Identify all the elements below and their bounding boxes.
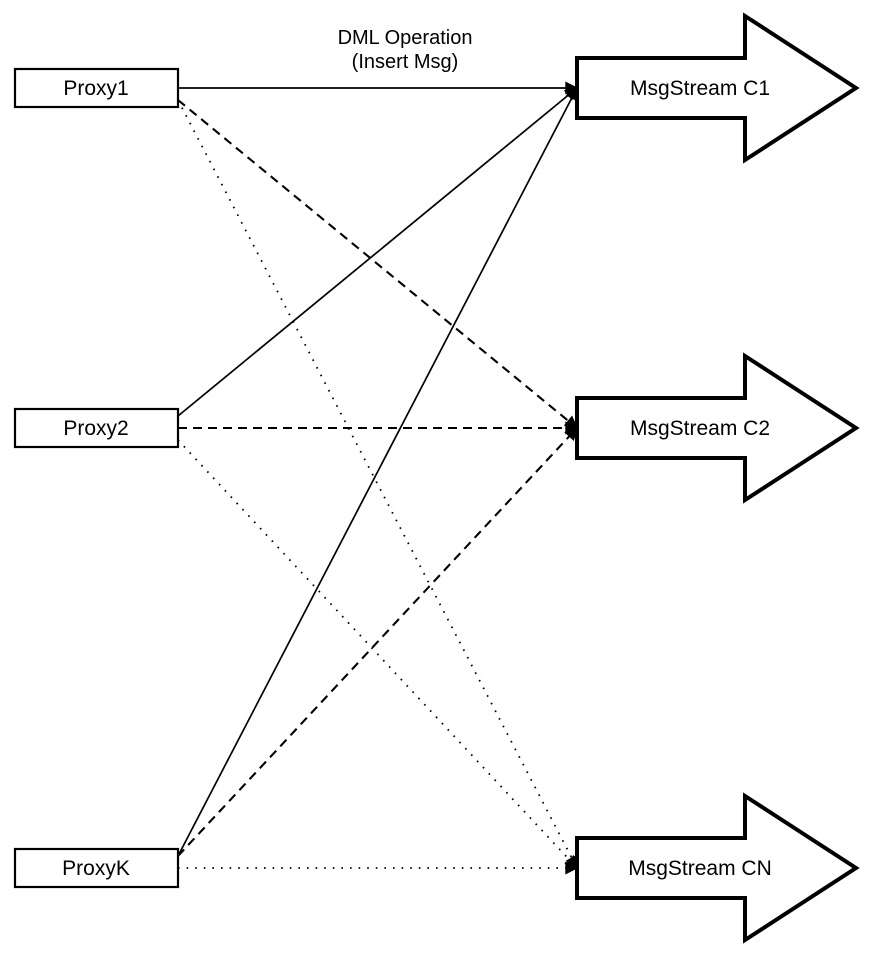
msgstream-c1-arrow [575,12,860,164]
msgstream-c2-arrow [575,352,860,504]
proxy2-box [13,407,180,449]
edge-proxy1-cn [177,99,578,870]
proxyk-node: ProxyK [13,847,180,889]
dml-operation-label: DML Operation (Insert Msg) [338,27,473,73]
edge-lines [177,81,579,875]
proxyk-box [13,847,180,889]
msgstream-c1-label: MsgStream C1 [630,77,770,100]
msgstream-c2-node: MsgStream C2 [575,352,860,504]
msgstream-c2-label: MsgStream C2 [630,417,770,440]
edge-proxyk-c1 [177,86,578,857]
msgstream-cn-label: MsgStream CN [628,857,772,880]
edge-proxyk-c2 [177,427,578,857]
msgstream-c1-node: MsgStream C1 [575,12,860,164]
dml-operation-label-line1: DML Operation [338,27,473,49]
edge-proxy2-c1 [177,87,579,417]
dml-operation-label-line2: (Insert Msg) [352,51,459,73]
proxy1-label: Proxy1 [63,77,128,100]
proxy1-box [13,67,180,109]
edge-proxy1-c2 [177,99,579,429]
msgstream-cn-arrow [575,792,860,944]
proxyk-label: ProxyK [62,857,130,880]
msgstream-cn-node: MsgStream CN [575,792,860,944]
proxy1-node: Proxy1 [13,67,180,109]
edge-proxy2-cn [177,439,578,869]
proxy2-node: Proxy2 [13,407,180,449]
proxy2-label: Proxy2 [63,417,128,440]
